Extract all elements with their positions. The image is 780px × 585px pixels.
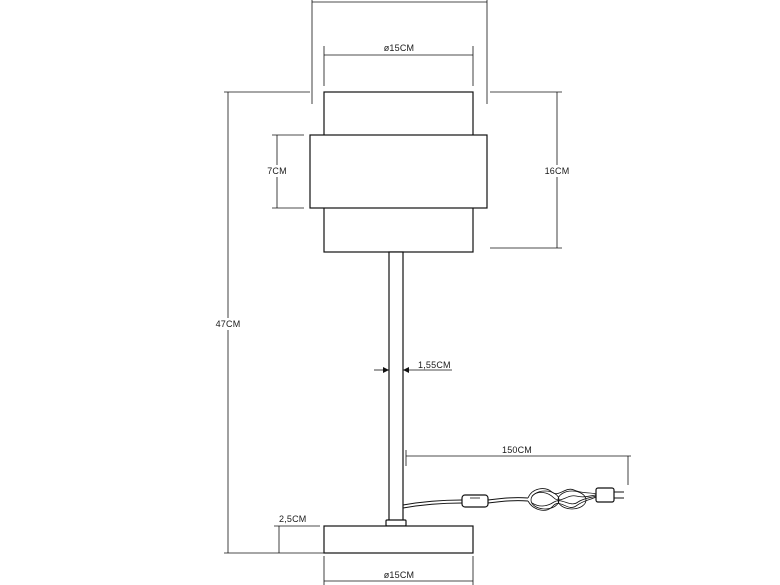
cord-switch	[461, 494, 489, 508]
plug-icon	[595, 487, 624, 503]
base-diameter-label: ø15CM	[384, 570, 415, 580]
lamp-base	[323, 519, 474, 554]
shade-band-height-label: 7CM	[267, 166, 287, 176]
shade-height-dimension: 16CM	[490, 91, 572, 249]
base-diameter-dimension: ø15CM	[323, 556, 474, 585]
power-cord	[402, 487, 624, 511]
lamp-stem	[388, 251, 404, 523]
stem-diameter-label: 1,55CM	[418, 360, 451, 370]
total-height-dimension: 47CM	[213, 91, 324, 554]
cord-coil	[527, 488, 597, 511]
shade-top-diameter-dimension: ø15CM	[323, 43, 474, 86]
stem-diameter-dimension: 1,55CM	[374, 360, 452, 373]
shade-middle-band	[309, 134, 488, 209]
cable-length-dimension: 150CM	[405, 445, 631, 485]
base-body	[323, 525, 474, 554]
shade-top-diameter-label: ø15CM	[384, 43, 415, 53]
base-height-label: 2,5CM	[279, 514, 307, 524]
total-height-label: 47CM	[216, 319, 241, 329]
base-collar	[385, 519, 407, 527]
lampshade	[309, 91, 488, 253]
cable-length-label: 150CM	[502, 445, 532, 455]
shade-band-height-dimension: 7CM	[264, 134, 304, 209]
top-overall-dimension	[311, 0, 488, 104]
shade-height-label: 16CM	[545, 166, 570, 176]
stem-body	[388, 251, 404, 523]
base-height-dimension: 2,5CM	[274, 514, 320, 553]
